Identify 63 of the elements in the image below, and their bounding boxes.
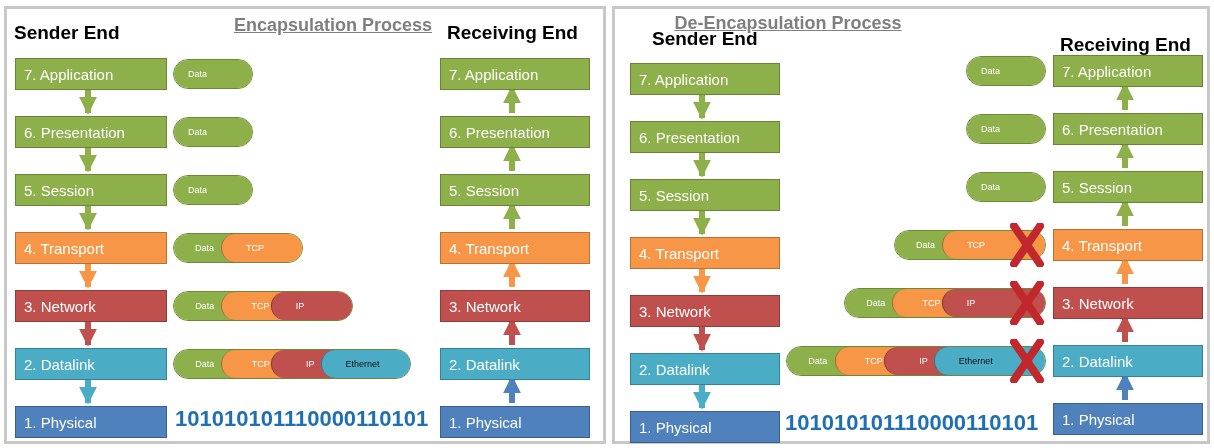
layer-box: 4. Transport [1053,229,1203,261]
data-capsule [786,346,1046,376]
layer-box: 5. Session [440,174,590,206]
header-segment: Data [967,57,1045,85]
data-capsule [173,291,353,321]
layer-box: 4. Transport [630,237,780,269]
layer-box: 7. Application [440,58,590,90]
arrow [79,377,97,405]
layer-box: 7. Application [630,63,780,95]
data-capsule [844,288,1046,318]
arrow [693,92,711,120]
arrow [693,324,711,352]
layer-box: 4. Transport [15,232,167,264]
layer-box: 7. Application [1053,55,1203,87]
arrow [79,319,97,347]
column-heading: Sender End [14,22,120,44]
arrow [693,208,711,236]
layer-box: 2. Datalink [1053,345,1203,377]
arrow [79,261,97,289]
layer-box: 5. Session [15,174,167,206]
layer-box: 1. Physical [630,411,780,443]
binary-bits: 101010101110000110101 [175,406,429,432]
layer-box: 1. Physical [1053,403,1203,435]
header-segment: Data [174,118,252,146]
column-heading: Receiving End [447,22,578,44]
layer-box: 5. Session [630,179,780,211]
layer-box: 6. Presentation [1053,113,1203,145]
header-segment: Ethernet [320,350,410,378]
panel [612,6,1210,444]
layer-box: 3. Network [1053,287,1203,319]
layer-box: 6. Presentation [15,116,167,148]
layer-box: 2. Datalink [440,348,590,380]
arrow [79,203,97,231]
arrow [79,145,97,173]
column-heading: Receiving End [1060,34,1191,56]
layer-box: 2. Datalink [15,348,167,380]
layer-box: 2. Datalink [630,353,780,385]
layer-box: 1. Physical [440,406,590,438]
arrow [693,382,711,410]
panel [4,6,606,444]
layer-box: 7. Application [15,58,167,90]
layer-box: 3. Network [440,290,590,322]
layer-box: 5. Session [1053,171,1203,203]
layer-box: 4. Transport [440,232,590,264]
data-capsule [894,230,1046,260]
layer-box: 1. Physical [15,406,167,438]
binary-bits: 101010101110000110101 [785,410,1039,436]
header-segment: Data [174,60,252,88]
header-segment: IP [270,292,352,320]
layer-box: 3. Network [630,295,780,327]
layer-box: 6. Presentation [440,116,590,148]
arrow [693,150,711,178]
header-segment: Data [174,176,252,204]
layer-box: 3. Network [15,290,167,322]
arrow [79,87,97,115]
panel-title: Encapsulation Process [233,15,433,36]
header-segment: TCP [220,234,302,262]
data-capsule [173,349,411,379]
layer-box: 6. Presentation [630,121,780,153]
header-segment: Data [967,173,1045,201]
arrow [693,266,711,294]
header-segment: Data [967,115,1045,143]
data-capsule [173,233,303,263]
